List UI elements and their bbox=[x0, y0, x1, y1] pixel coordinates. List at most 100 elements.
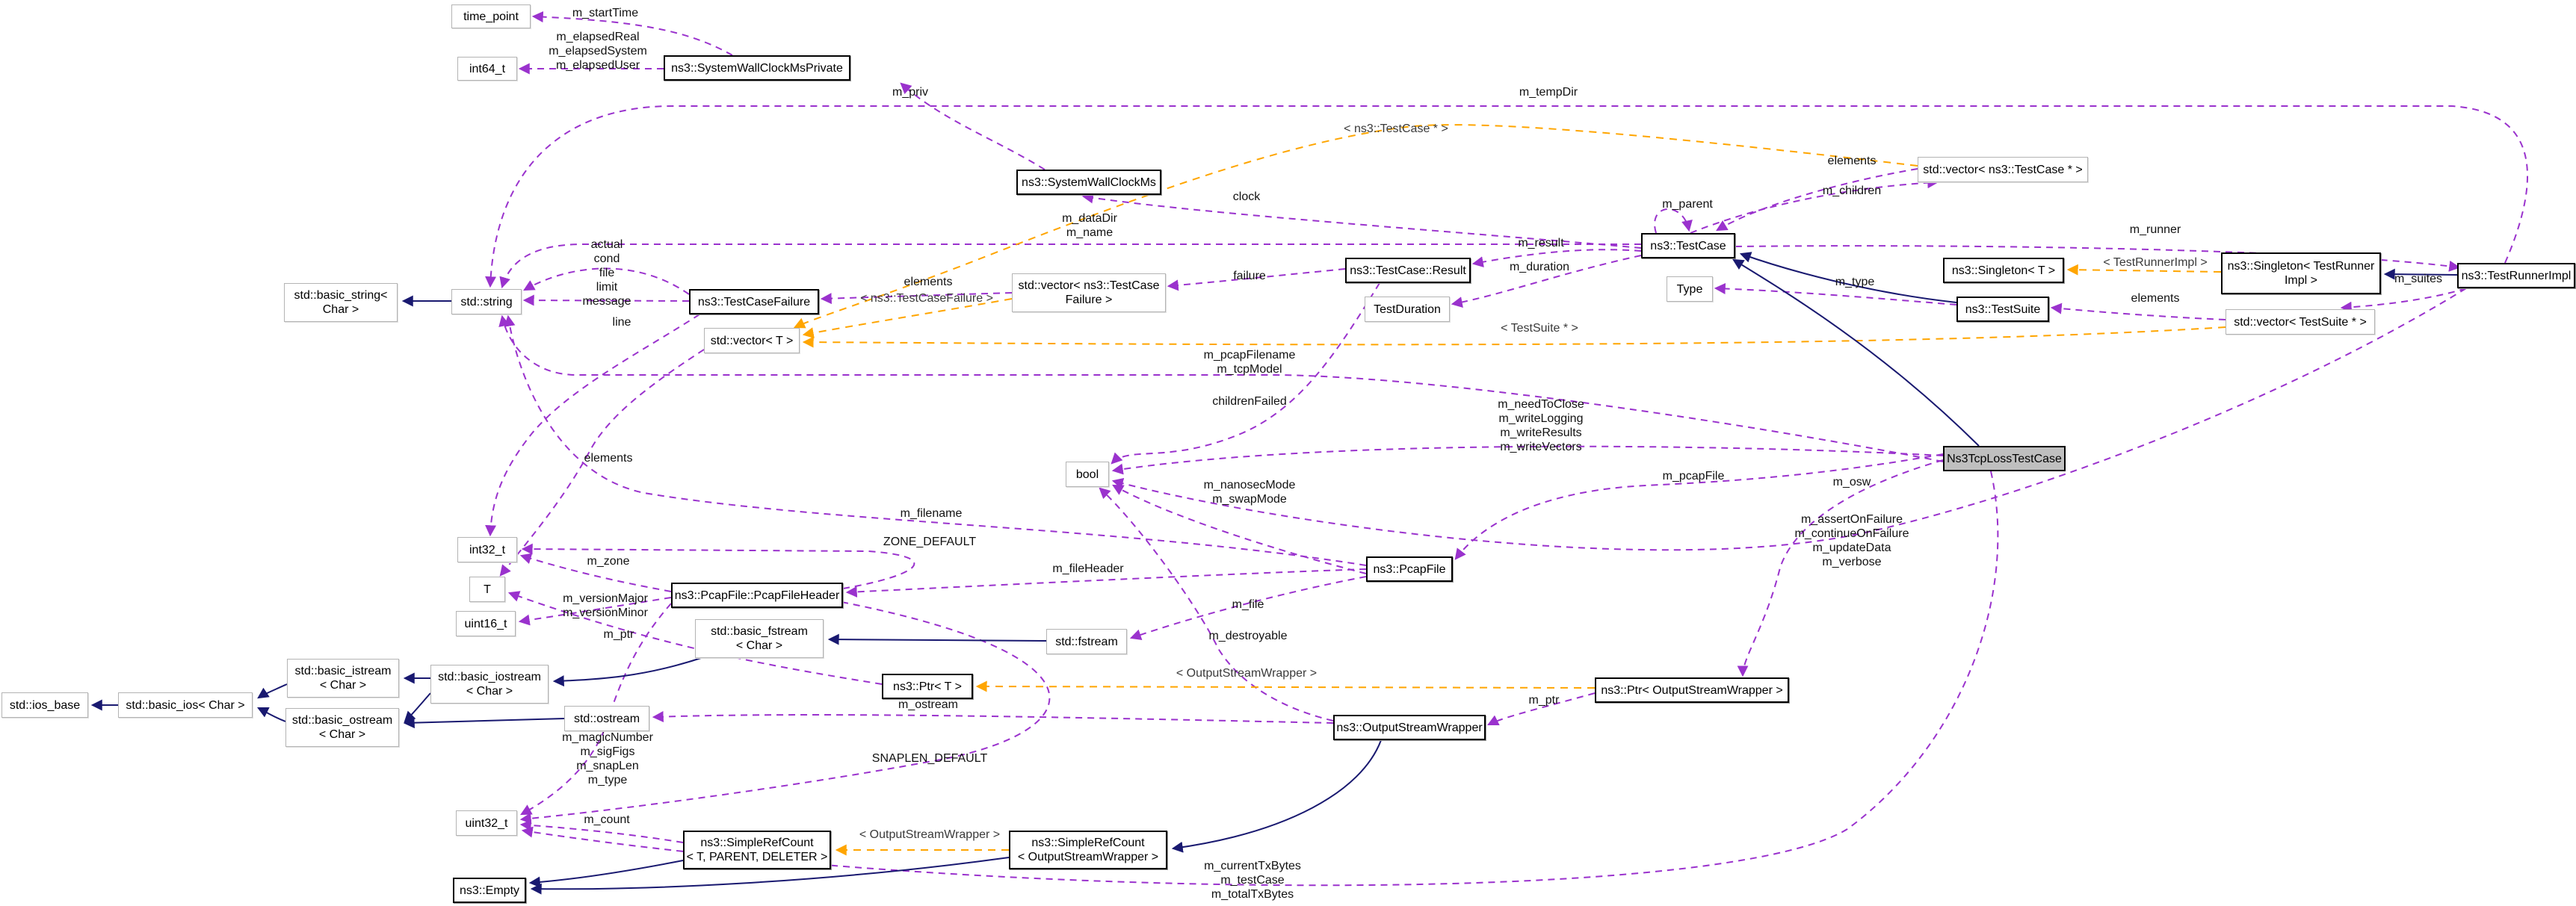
edge-usage-ns3tcploss-to-string bbox=[498, 314, 1944, 462]
node-singleton-tri[interactable]: ns3::Singleton< TestRunner Impl > bbox=[2221, 252, 2381, 294]
edge-label-testrunnerimpl-to-string: m_tempDir bbox=[1519, 86, 1578, 99]
edge-usage-testcase-to-string bbox=[499, 243, 1641, 289]
node-testsuite[interactable]: ns3::TestSuite bbox=[1956, 297, 2049, 322]
node-t[interactable]: T bbox=[469, 577, 505, 602]
node-int32-t[interactable]: int32_t bbox=[457, 537, 517, 562]
edge-usage-ns3tcploss-to-uint32-t bbox=[521, 471, 1999, 887]
edge-inheritance-ostream-to-basic-ostream bbox=[403, 717, 565, 729]
edge-label-src-osw-to-src-tpd: < OutputStreamWrapper > bbox=[859, 828, 1001, 841]
edge-usage-pcapfile-to-string bbox=[504, 314, 1367, 566]
node-ostream[interactable]: std::ostream bbox=[564, 706, 649, 731]
node-src-tpd[interactable]: ns3::SimpleRefCount < T, PARENT, DELETER… bbox=[683, 831, 831, 869]
node-ptr-t[interactable]: ns3::Ptr< T > bbox=[882, 674, 973, 699]
edge-usage-pcapfileheader-to-uint16-t bbox=[518, 597, 672, 626]
edge-label-vec-tcf-to-testcasefailure: elements bbox=[904, 276, 953, 288]
edge-label-pcapfileheader-to-uint32-t: m_magicNumber m_sigFigs m_snapLen m_type bbox=[562, 731, 653, 786]
edge-inheritance-basic-fstream-to-basic-iostream bbox=[552, 657, 702, 687]
node-singleton-t[interactable]: ns3::Singleton< T > bbox=[1943, 258, 2064, 283]
node-src-osw[interactable]: ns3::SimpleRefCount < OutputStreamWrappe… bbox=[1009, 831, 1167, 869]
edge-label-pcapfileheader-to-int32-t: m_zone bbox=[587, 555, 630, 568]
edge-usage-osw-to-bool bbox=[1099, 487, 1334, 722]
edge-template-ptr-osw-to-ptr-t bbox=[975, 680, 1596, 692]
edge-template-singleton-tri-to-singleton-t bbox=[2066, 264, 2222, 276]
edge-label-testrunnerimpl-to-vec-testsuite: m_suites bbox=[2394, 273, 2443, 285]
edge-usage-ns3tcploss-to-bool bbox=[1111, 445, 1944, 475]
node-basic-string[interactable]: std::basic_string< Char > bbox=[284, 283, 398, 322]
node-type[interactable]: Type bbox=[1667, 276, 1713, 302]
edge-label-ns3tcploss-to-ptr-osw: m_osw bbox=[1832, 476, 1871, 488]
edge-usage-testcasefailure-to-string bbox=[522, 294, 690, 306]
edge-label-testcase-to-swcm: clock bbox=[1232, 190, 1261, 203]
edge-label-testcase-to-testcase-result: m_result bbox=[1518, 237, 1564, 249]
node-time-point[interactable]: time_point bbox=[451, 4, 531, 28]
edge-label-testcase-to-vec-testcase: m_children bbox=[1822, 184, 1882, 197]
edge-inheritance-basic-ostream-to-basic-ios bbox=[256, 707, 286, 722]
edge-usage-pcapfile-to-bool bbox=[1112, 484, 1367, 574]
node-testcasefailure[interactable]: ns3::TestCaseFailure bbox=[689, 289, 819, 314]
edge-label-osw-to-bool: m_destroyable bbox=[1208, 630, 1288, 642]
edge-label-pcapfile-to-pcapfileheader: m_fileHeader bbox=[1052, 562, 1124, 575]
node-testcase-result[interactable]: ns3::TestCase::Result bbox=[1345, 258, 1471, 283]
edge-label-testcase-to-testcase: m_parent bbox=[1662, 198, 1713, 211]
edge-label-vec-testsuite-to-vec-t: < TestSuite * > bbox=[1501, 322, 1578, 335]
node-swcm-private[interactable]: ns3::SystemWallClockMsPrivate bbox=[664, 55, 850, 81]
node-basic-fstream[interactable]: std::basic_fstream < Char > bbox=[695, 619, 824, 658]
node-vec-t[interactable]: std::vector< T > bbox=[704, 328, 800, 353]
edge-label-ns3tcploss-to-string: m_pcapFilename m_tcpModel bbox=[1203, 349, 1296, 376]
node-ptr-osw[interactable]: ns3::Ptr< OutputStreamWrapper > bbox=[1595, 677, 1789, 703]
node-pcapfile[interactable]: ns3::PcapFile bbox=[1366, 556, 1453, 582]
node-testrunnerimpl[interactable]: ns3::TestRunnerImpl bbox=[2457, 263, 2575, 288]
node-testduration[interactable]: TestDuration bbox=[1365, 297, 1450, 322]
node-uint32-t[interactable]: uint32_t bbox=[456, 810, 517, 836]
edge-label-osw-to-ostream: m_ostream bbox=[898, 698, 959, 711]
edge-label-pcapfileheader-to-int32-t: ZONE_DEFAULT bbox=[883, 536, 977, 548]
edge-label-pcapfile-to-bool: m_nanosecMode m_swapMode bbox=[1203, 479, 1296, 506]
edge-label-ptr-osw-to-ptr-t: < OutputStreamWrapper > bbox=[1176, 667, 1318, 680]
edge-label-testcase-result-to-bool: childrenFailed bbox=[1212, 395, 1287, 408]
edge-label-testcase-to-string: m_dataDir m_name bbox=[1062, 212, 1117, 239]
edge-label-testsuite-to-type: m_type bbox=[1835, 276, 1875, 288]
edge-label-ns3tcploss-to-bool: m_needToClose m_writeLogging m_writeResu… bbox=[1498, 398, 1584, 453]
edge-label-vec-tcf-to-vec-t: < ns3::TestCaseFailure > bbox=[860, 292, 993, 305]
node-uint16-t[interactable]: uint16_t bbox=[456, 611, 516, 636]
node-basic-iostream[interactable]: std::basic_iostream < Char > bbox=[430, 665, 549, 704]
node-basic-ostream[interactable]: std::basic_ostream < Char > bbox=[285, 708, 399, 747]
node-string[interactable]: std::string bbox=[451, 289, 522, 314]
edge-usage-testcasefailure-to-int32-t bbox=[485, 314, 700, 537]
edge-usage-testcase-to-testcase-result bbox=[1471, 249, 1642, 268]
node-fstream[interactable]: std::fstream bbox=[1046, 629, 1127, 654]
edge-template-vec-testsuite-to-vec-t bbox=[802, 326, 2226, 348]
node-swcm[interactable]: ns3::SystemWallClockMs bbox=[1016, 170, 1161, 195]
edge-label-swcm-to-swcm-private: m_priv bbox=[892, 86, 929, 99]
edge-template-vec-testcase-to-vec-t bbox=[793, 124, 1918, 329]
node-basic-ios[interactable]: std::basic_ios< Char > bbox=[118, 692, 253, 718]
edge-label-pcapfileheader-to-uint32-t: SNAPLEN_DEFAULT bbox=[871, 752, 988, 765]
edge-inheritance-basic-istream-to-basic-ios bbox=[257, 683, 288, 699]
edge-template-vec-tcf-to-vec-t bbox=[802, 298, 1013, 339]
edge-label-swcm-private-to-int64-t: m_elapsedReal m_elapsedSystem m_elapsedU… bbox=[549, 31, 647, 72]
node-bool[interactable]: bool bbox=[1066, 462, 1109, 487]
node-vec-tcf[interactable]: std::vector< ns3::TestCase Failure > bbox=[1012, 273, 1166, 312]
edge-label-pcapfile-to-fstream: m_file bbox=[1232, 598, 1264, 611]
edge-label-pcapfile-to-string: m_filename bbox=[900, 507, 963, 520]
node-ios-base[interactable]: std::ios_base bbox=[1, 692, 88, 718]
edge-usage-testcase-result-to-bool bbox=[1111, 282, 1380, 465]
edge-inheritance-fstream-to-basic-fstream bbox=[827, 633, 1047, 645]
edge-usage-pcapfile-to-pcapfileheader bbox=[845, 568, 1367, 598]
node-vec-testsuite[interactable]: std::vector< TestSuite * > bbox=[2226, 309, 2375, 335]
edge-usage-ns3tcploss-to-ptr-osw bbox=[1737, 459, 1944, 677]
edge-usage-src-tpd-to-uint32-t bbox=[519, 819, 684, 843]
node-testcase[interactable]: ns3::TestCase bbox=[1641, 233, 1735, 258]
edge-inheritance-basic-iostream-to-basic-ostream bbox=[404, 692, 431, 723]
node-empty[interactable]: ns3::Empty bbox=[453, 878, 526, 903]
edge-usage-swcm-private-to-time-point bbox=[531, 11, 733, 56]
edge-usage-swcm-to-swcm-private bbox=[900, 82, 1045, 170]
edge-label-vec-testsuite-to-testsuite: elements bbox=[2131, 292, 2180, 305]
node-pcapfileheader[interactable]: ns3::PcapFile::PcapFileHeader bbox=[671, 583, 843, 608]
node-basic-istream[interactable]: std::basic_istream < Char > bbox=[287, 659, 399, 698]
node-int64-t[interactable]: int64_t bbox=[457, 57, 517, 81]
node-vec-testcase[interactable]: std::vector< ns3::TestCase * > bbox=[1918, 157, 2088, 182]
edge-usage-pcapfile-to-fstream bbox=[1129, 576, 1367, 640]
node-osw[interactable]: ns3::OutputStreamWrapper bbox=[1333, 715, 1486, 740]
